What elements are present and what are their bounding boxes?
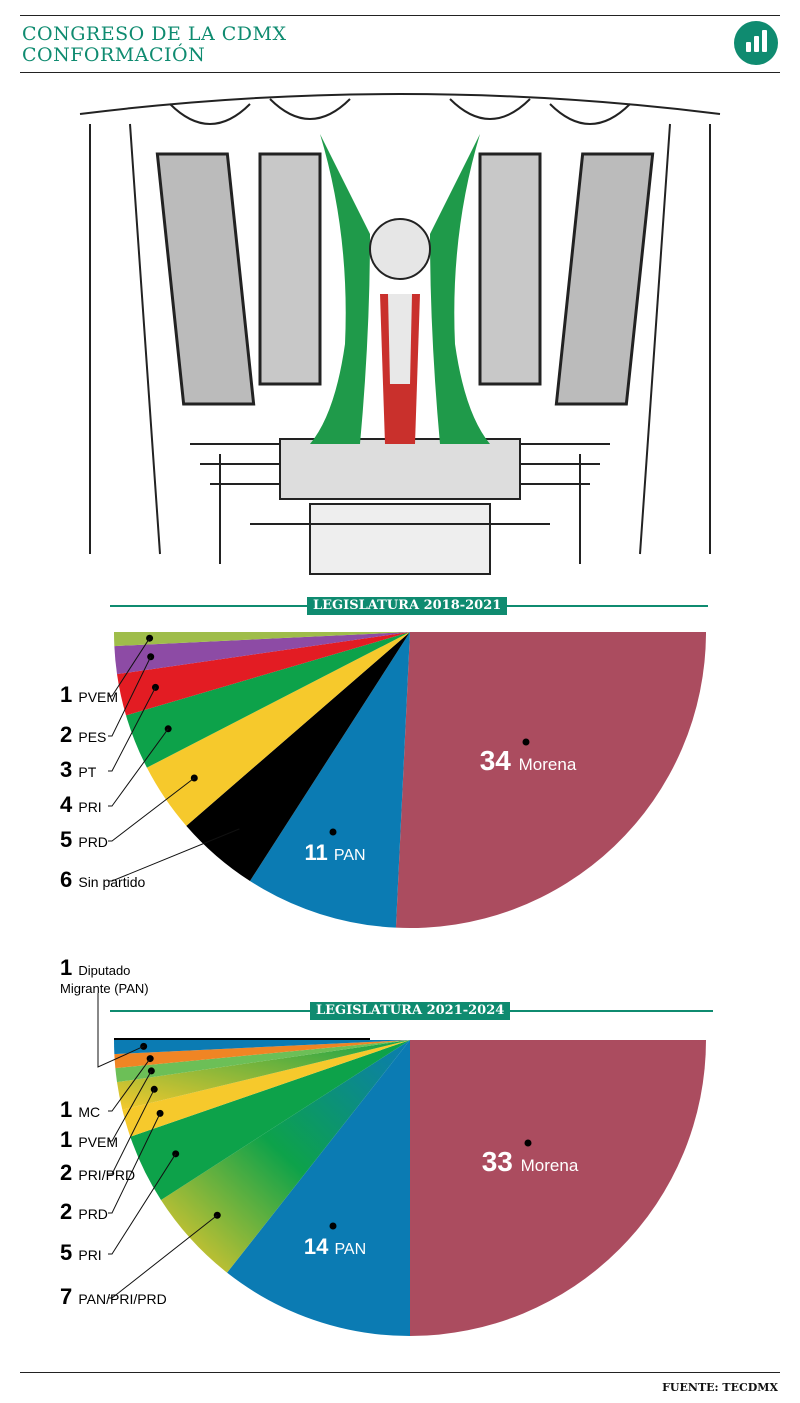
label-sin-partido: 6 Sin partido xyxy=(60,867,146,892)
leader-line xyxy=(108,728,169,807)
label-pt: 3 PT xyxy=(60,757,97,782)
slice-prd xyxy=(146,632,410,826)
slice-pes xyxy=(114,632,410,675)
label-dot xyxy=(522,738,530,746)
slice-pri-prd xyxy=(117,1040,411,1110)
label-pri-prd: 2 PRI/PRD xyxy=(60,1160,135,1185)
slice-pan xyxy=(227,1040,410,1336)
chart-title-2: LEGISLATURA 2021-2024 xyxy=(310,1002,511,1020)
slice-pan xyxy=(249,632,410,928)
label-morena: 34 Morena xyxy=(480,745,577,776)
slice-pvem xyxy=(114,632,410,647)
chart-legislatura-2021-2024: 33 Morena 14 PAN 1 MC 1 PVEM 2 PRI/PRD 2 PRD 5… xyxy=(60,955,706,1336)
page-title: CONGRESO DE LA CDMX CONFORMACIÓN xyxy=(22,24,287,66)
slice-sin-partido xyxy=(186,632,410,882)
slice-morena xyxy=(410,1040,706,1336)
top-marker xyxy=(114,1038,370,1040)
header-rule xyxy=(20,72,780,73)
label-dot xyxy=(329,1222,337,1230)
slice-diputado-migrante-pan xyxy=(114,1040,410,1055)
chart-title-1: LEGISLATURA 2018-2021 xyxy=(307,597,508,615)
label-dot xyxy=(329,828,337,836)
slice-mc xyxy=(114,1040,410,1069)
legislative-chamber-illustration xyxy=(79,93,721,575)
label-pan-pri-prd: 7 PAN/PRI/PRD xyxy=(60,1284,167,1309)
label-pri: 4 PRI xyxy=(60,792,102,817)
slice-pri xyxy=(130,1040,410,1201)
slice-pan-pri-prd xyxy=(160,1040,410,1273)
slice-pt xyxy=(117,632,411,716)
label-pvem: 1 PVEM xyxy=(60,682,118,707)
title-line-1: CONGRESO DE LA CDMX xyxy=(22,23,287,45)
slice-pvem xyxy=(115,1040,411,1083)
label-mc: 1 MC xyxy=(60,1097,100,1122)
slice-prd xyxy=(122,1040,410,1137)
leader-line xyxy=(108,1153,177,1255)
title-line-2: CONFORMACIÓN xyxy=(22,44,206,66)
leader-line xyxy=(108,687,156,772)
label-pan: 14 PAN xyxy=(304,1234,366,1259)
label-prd: 5 PRD xyxy=(60,827,108,852)
label-pvem: 1 PVEM xyxy=(60,1127,118,1152)
slice-morena xyxy=(395,632,706,928)
leader-line xyxy=(108,1070,152,1142)
source-note: FUENTE: TECDMX xyxy=(662,1381,778,1394)
leader-line xyxy=(108,1089,155,1175)
leader-line xyxy=(108,828,240,882)
label-prd: 2 PRD xyxy=(60,1199,108,1224)
label-pes: 2 PES xyxy=(60,722,106,747)
leader-line xyxy=(108,1113,161,1214)
bar-chart-icon xyxy=(734,21,778,65)
label-pri: 5 PRI xyxy=(60,1240,102,1265)
leader-line xyxy=(108,777,195,842)
label-pan: 11 PAN xyxy=(304,840,365,865)
label-dot xyxy=(524,1139,532,1147)
leader-line xyxy=(108,1214,218,1299)
slice-pri xyxy=(125,632,410,768)
leader-line xyxy=(108,656,152,737)
chart-legislatura-2018-2021: 34 Morena 11 PAN 1 PVEM 2 PES 3 PT 4 PRI 5 PRD… xyxy=(60,632,706,928)
leader-line xyxy=(108,637,151,697)
leader-line xyxy=(108,1058,151,1112)
top-rule xyxy=(20,15,780,16)
label-morena: 33 Morena xyxy=(482,1146,579,1177)
footer-rule xyxy=(20,1372,780,1373)
